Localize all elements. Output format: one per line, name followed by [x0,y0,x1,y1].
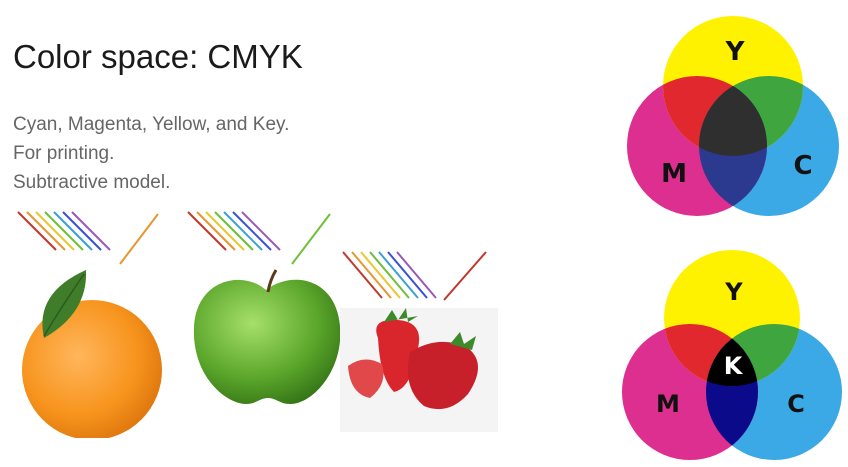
orange-illustration [17,211,162,438]
incoming-light-rays [342,251,437,299]
orange-fruit [22,300,162,438]
strawberry-leaves [384,308,476,350]
k-label: K [724,352,744,380]
slide-body: Cyan, Magenta, Yellow, and Key. For prin… [13,110,289,197]
c-label: C [787,390,805,418]
strawberry-2 [407,341,478,410]
apple-fruit [193,279,341,404]
reflected-light-ray [119,213,159,265]
cmyk-venn-diagram: Y M C K [622,250,842,460]
incoming-light-rays [187,211,281,251]
y-label: Y [725,37,746,67]
incoming-light-rays [17,211,111,251]
body-line-3: Subtractive model. [13,172,171,193]
center-overlap [699,76,767,156]
cmy-venn-diagram: Y M C [627,16,839,216]
reflected-light-ray [443,251,487,301]
body-line-2: For printing. [13,143,115,164]
c-label: C [793,151,812,181]
reflected-light-ray [291,213,331,265]
apple-illustration [187,211,341,404]
key-center [706,324,758,386]
m-label: M [661,159,687,189]
m-label: M [656,390,680,418]
apple-stem [266,269,278,293]
body-line-1: Cyan, Magenta, Yellow, and Key. [13,114,290,135]
strawberry-slice [348,359,384,398]
strawberry-illustration [340,251,498,432]
y-label: Y [724,278,743,306]
slide-title: Color space: CMYK [13,38,303,75]
